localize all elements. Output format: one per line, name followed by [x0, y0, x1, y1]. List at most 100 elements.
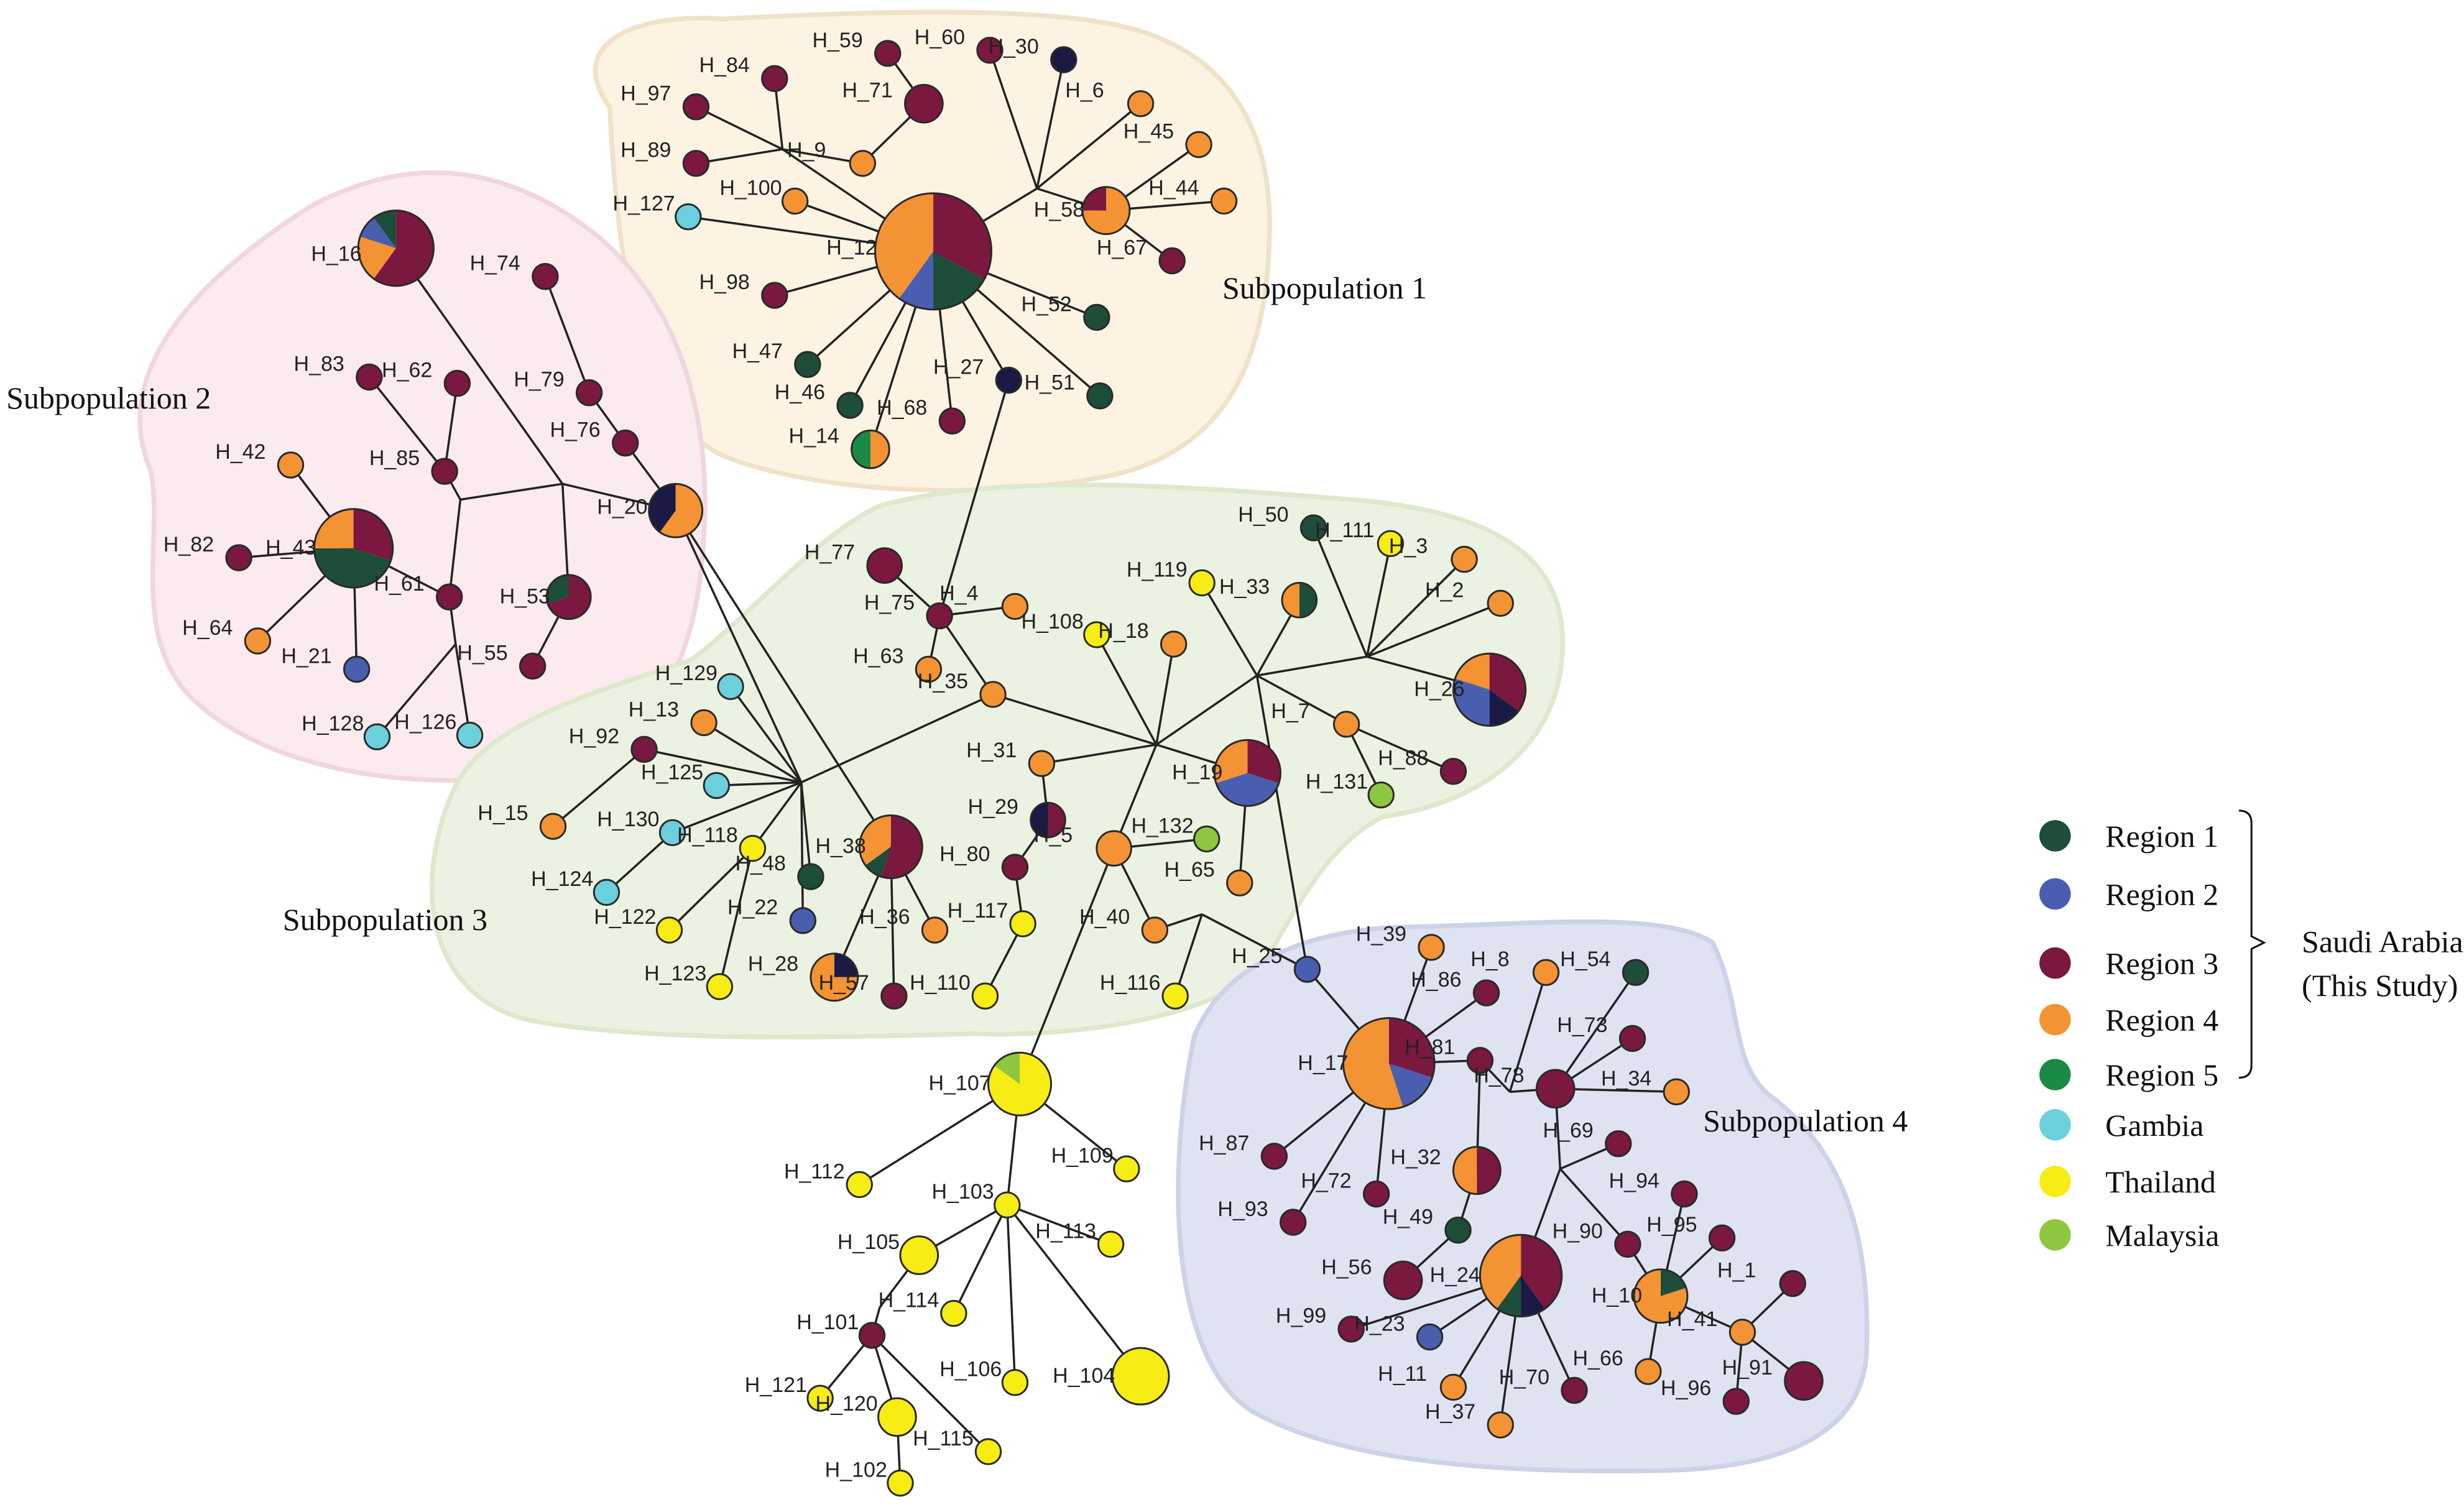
node-H_88: H_88 [1378, 747, 1467, 785]
pie-slice [1299, 583, 1317, 618]
haplotype-label: H_40 [1079, 905, 1130, 929]
node-H_60: H_60 [915, 25, 1004, 64]
pie-slice [900, 1236, 938, 1274]
node-outline [1083, 303, 1110, 331]
node-outline [781, 187, 809, 215]
node-outline [1001, 1369, 1029, 1396]
node-H_104: H_104 [1053, 1347, 1170, 1406]
node-H_105: H_105 [837, 1230, 939, 1275]
edge-c2c-H_128 [376, 643, 457, 738]
edge-H_27-H_75 [938, 380, 1010, 617]
node-outline [690, 709, 718, 737]
node-H_69: H_69 [1543, 1119, 1632, 1158]
node-outline [1618, 1025, 1646, 1053]
pie-slice [1301, 515, 1326, 541]
node-outline [593, 878, 621, 906]
edge-H_118-H_123 [718, 848, 754, 987]
haplotype-label: H_67 [1097, 236, 1147, 259]
node-H_101: H_101 [796, 1311, 886, 1349]
haplotype-label: H_36 [859, 905, 910, 929]
legend-label: Thailand [2105, 1164, 2216, 1199]
node-H_87: H_87 [1199, 1131, 1288, 1170]
node-H_45: H_45 [1124, 119, 1212, 159]
edge-H_101-H_115 [871, 1334, 989, 1453]
node-H_22: H_22 [727, 896, 817, 934]
node-outline [1451, 545, 1478, 573]
pie-slice [1280, 1209, 1306, 1235]
haplotype-label: H_46 [775, 380, 825, 404]
node-outline [1633, 1268, 1689, 1324]
haplotype-label: H_64 [182, 616, 233, 640]
pie-slice [431, 458, 458, 484]
node-outline [1452, 652, 1527, 727]
node-outline [836, 392, 864, 419]
haplotype-label: H_9 [787, 139, 826, 162]
haplotype-label: H_52 [1022, 292, 1072, 316]
pie-slice [1084, 305, 1110, 330]
haplotype-label: H_1 [1717, 1258, 1756, 1282]
pie-slice [1780, 1271, 1806, 1296]
edge-c3b-H_18 [1155, 643, 1175, 745]
node-outline [915, 655, 943, 683]
node-outline [1097, 1230, 1125, 1258]
node-outline [630, 735, 658, 763]
edge-c3c-c3d [1257, 655, 1367, 677]
pie-slice [344, 657, 369, 682]
haplotype-label: H_118 [677, 823, 738, 847]
haplotype-label: H_104 [1053, 1364, 1115, 1388]
haplotype-label: H_111 [1315, 518, 1374, 542]
node-H_115: H_115 [913, 1427, 1002, 1465]
haplotype-label: H_2 [1425, 578, 1464, 602]
pie-slice [740, 836, 765, 861]
node-H_102: H_102 [825, 1458, 914, 1497]
pie-slice [612, 430, 638, 456]
node-outline [761, 65, 788, 93]
node-H_21: H_21 [281, 644, 371, 683]
edge-H_103-H_104 [1006, 1204, 1142, 1377]
node-outline [1111, 1347, 1170, 1406]
node-outline [1708, 1224, 1736, 1251]
node-H_118: H_118 [677, 823, 767, 862]
node-outline [1226, 869, 1253, 896]
node-outline [1293, 956, 1321, 983]
pie-slice [1048, 803, 1066, 837]
edge-H_20-c3 [675, 510, 803, 783]
pie-slice [807, 1385, 833, 1411]
edge-H_117-H_110 [984, 923, 1024, 997]
haplotype-label: H_50 [1238, 503, 1288, 527]
node-outline [717, 673, 744, 701]
edge-H_101-H_121 [819, 1334, 873, 1399]
pie-slice [548, 574, 591, 619]
node-outline [1362, 1180, 1390, 1208]
node-outline [1532, 959, 1560, 986]
node-H_42: H_42 [215, 440, 305, 479]
node-H_29: H_29 [968, 795, 1066, 839]
node-H_107: H_107 [928, 1051, 1053, 1117]
node-H_53: H_53 [500, 574, 592, 620]
node-H_125: H_125 [641, 760, 731, 800]
pie-slice [1378, 531, 1403, 556]
node-outline [682, 93, 710, 121]
node-H_54: H_54 [1560, 947, 1650, 986]
haplotype-label: H_26 [1414, 677, 1464, 701]
haplotype-label: H_68 [877, 396, 927, 420]
legend-bracket [2238, 809, 2266, 1079]
pie-slice [762, 66, 788, 91]
edge-c1-H_97 [695, 106, 783, 150]
node-outline [1444, 1216, 1472, 1244]
node-outline [431, 458, 458, 485]
pie-slice [1282, 583, 1299, 618]
node-outline [858, 1322, 886, 1349]
region-sub3 [430, 482, 1565, 1039]
node-outline [995, 366, 1023, 394]
node-H_114: H_114 [879, 1288, 967, 1327]
node-H_36: H_36 [859, 905, 949, 944]
node-outline [1299, 514, 1327, 542]
pie-slice [707, 974, 732, 1000]
node-outline [974, 1438, 1002, 1465]
node-outline [877, 1397, 917, 1437]
haplotype-label: H_115 [913, 1427, 974, 1450]
edge-c3b-H_31 [1041, 744, 1157, 765]
pie-slice [675, 204, 701, 229]
node-outline [1722, 1388, 1750, 1415]
